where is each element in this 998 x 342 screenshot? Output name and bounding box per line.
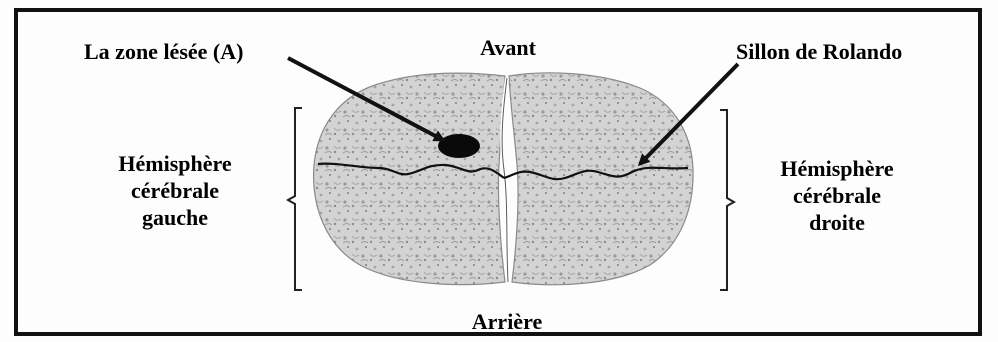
right-bracket bbox=[720, 110, 734, 290]
right-hemisphere-label: Hémisphère cérébrale droite bbox=[762, 155, 912, 236]
right-hemisphere-line-2: cérébrale bbox=[762, 182, 912, 209]
back-label: Arrière bbox=[452, 308, 562, 335]
left-hemisphere-label: Hémisphère cérébrale gauche bbox=[100, 150, 250, 231]
right-hemisphere-line-3: droite bbox=[762, 209, 912, 236]
left-hemisphere bbox=[314, 73, 505, 284]
right-hemisphere-line-1: Hémisphère bbox=[762, 155, 912, 182]
rolando-label: Sillon de Rolando bbox=[736, 38, 902, 65]
lesion-zone-a bbox=[438, 134, 480, 158]
lesion-label: La zone lésée (A) bbox=[84, 38, 243, 65]
right-hemisphere bbox=[509, 73, 693, 285]
left-bracket bbox=[288, 108, 302, 290]
front-label: Avant bbox=[468, 34, 548, 61]
left-hemisphere-line-2: cérébrale bbox=[100, 177, 250, 204]
left-hemisphere-line-3: gauche bbox=[100, 204, 250, 231]
left-hemisphere-line-1: Hémisphère bbox=[100, 150, 250, 177]
